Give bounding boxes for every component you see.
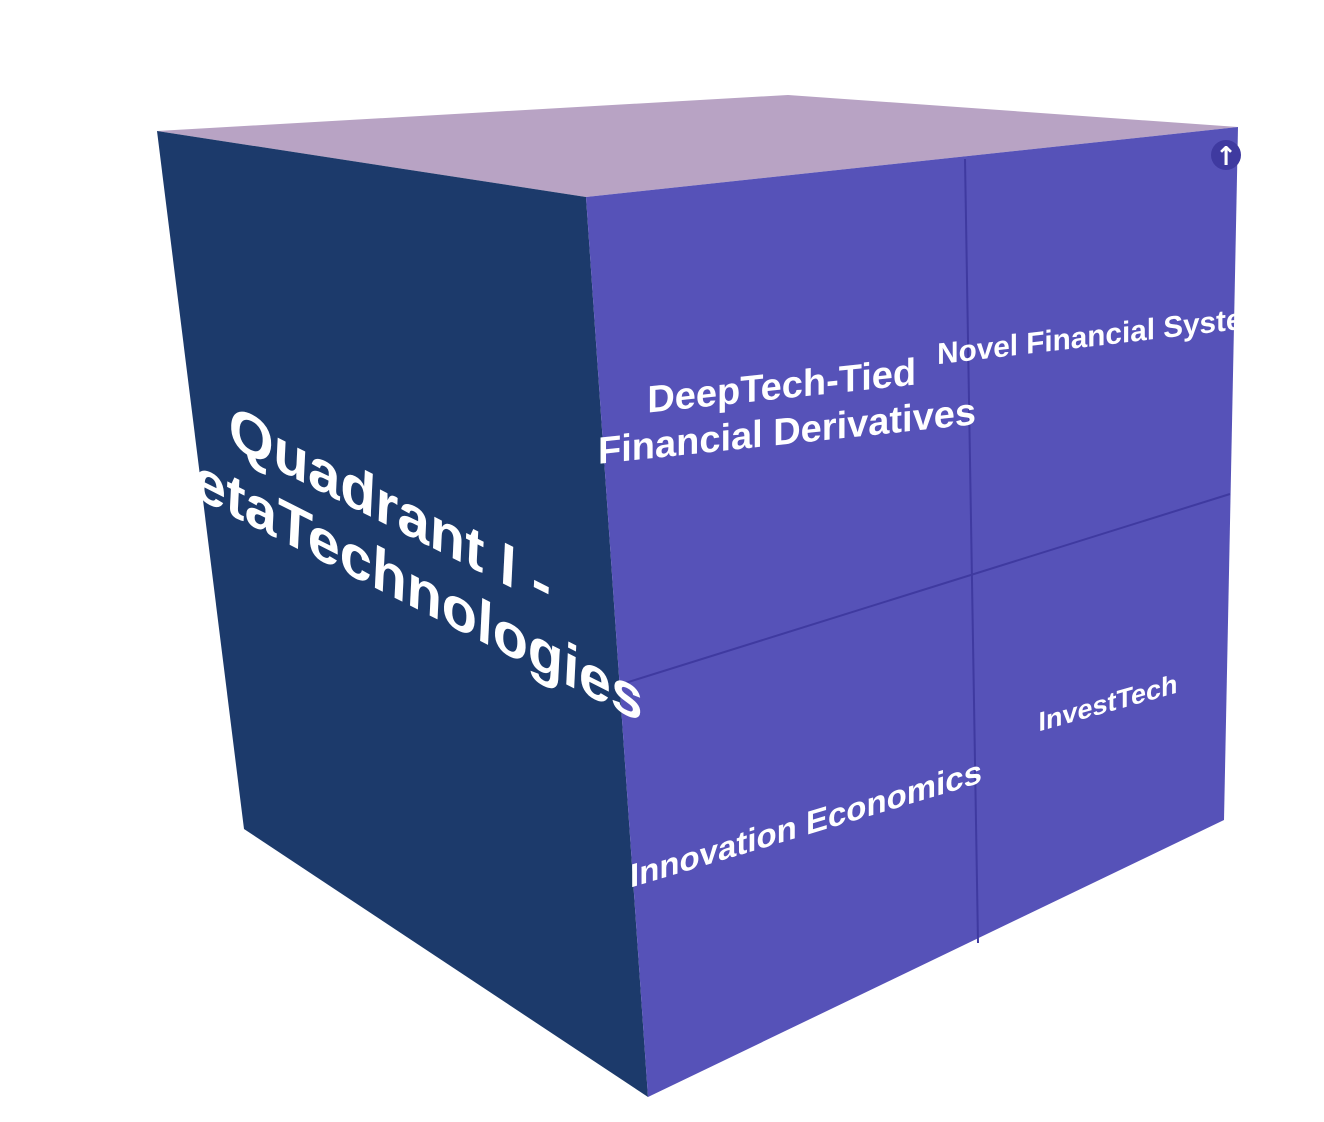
navigate-up-button[interactable]: ↑: [1211, 140, 1241, 172]
cube-left-face: [157, 131, 648, 1097]
cube-front-face: [586, 127, 1238, 1097]
cube-top-face: [157, 95, 1238, 197]
up-arrow-icon: ↑: [1215, 142, 1237, 172]
front-face-horizontal-divider: [621, 493, 1231, 685]
front-face-vertical-divider: [964, 158, 979, 944]
